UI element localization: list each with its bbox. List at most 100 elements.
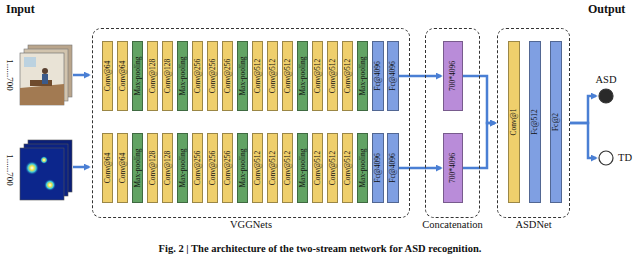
layer-label: Conv@512 — [284, 151, 292, 185]
layer-label: Max-pooling — [239, 56, 247, 95]
layer-label: Conv@128 — [149, 59, 157, 93]
conv-layer: Conv@512 — [282, 41, 293, 111]
circle-shape — [598, 88, 614, 104]
feature-bar: 700*4096 — [443, 41, 463, 111]
conv-layer: Conv@128 — [147, 133, 158, 203]
conv-layer: Conv@64 — [117, 133, 128, 203]
layer-label: Conv@512 — [254, 151, 262, 185]
layer-label: Conv@512 — [314, 59, 322, 93]
layer-label: Conv@256 — [209, 59, 217, 93]
layer-label: Max-pooling — [134, 56, 142, 95]
feature-bar: 700*4096 — [443, 133, 463, 203]
layer-label: Conv@128 — [164, 151, 172, 185]
output-circle: TD — [598, 150, 614, 166]
circle-outline — [599, 89, 613, 103]
layer-label: Max-pooling — [239, 148, 247, 187]
layer-label: Fc@4096 — [374, 153, 382, 182]
group-label: Concatenation — [422, 220, 483, 231]
conv-layer: Conv@512 — [312, 133, 323, 203]
fc-layer: Fc@4096 — [372, 133, 384, 203]
pooling-layer: Max-pooling — [237, 41, 248, 111]
pooling-layer: Max-pooling — [297, 133, 308, 203]
layer-label: Fc@4096 — [389, 153, 397, 182]
layer-label: Max-pooling — [359, 148, 367, 187]
layer-label: Conv@512 — [314, 151, 322, 185]
layer-label: Conv@128 — [164, 59, 172, 93]
fc-layer: Fc@4096 — [387, 41, 399, 111]
layer-label: Conv@512 — [344, 151, 352, 185]
conv-layer: Conv@256 — [192, 41, 203, 111]
conv-layer: Conv@64 — [102, 133, 113, 203]
group-label: VGGNets — [230, 220, 272, 231]
layer-label: Fc@512 — [531, 109, 539, 135]
layer-label: 700*4096 — [449, 61, 457, 91]
conv-layer: Conv@512 — [252, 41, 263, 111]
output-circle: ASD — [598, 88, 614, 104]
conv-layer: Conv@256 — [207, 41, 218, 111]
conv-layer: Conv@512 — [342, 133, 353, 203]
pooling-layer: Max-pooling — [132, 133, 143, 203]
heading-label: Input — [6, 3, 35, 15]
layer-label: Max-pooling — [359, 56, 367, 95]
figure-caption: Fig. 2 | The architecture of the two-str… — [0, 243, 640, 255]
pooling-layer: Max-pooling — [132, 41, 143, 111]
fc-layer: Fc@4096 — [372, 41, 384, 111]
flow-arrow — [570, 96, 596, 123]
circle-shape — [598, 150, 614, 166]
heatmap-stack — [20, 140, 72, 200]
layer-label: Conv@64 — [119, 61, 127, 92]
flow-arrow — [399, 75, 441, 78]
group-label: ASDNet — [515, 220, 551, 231]
pooling-layer: Max-pooling — [177, 133, 188, 203]
conv-layer: Conv@128 — [147, 41, 158, 111]
conv-layer: Conv@512 — [342, 41, 353, 111]
layer-label: Conv@1 — [510, 109, 518, 136]
layer-label: Conv@512 — [344, 59, 352, 93]
layer-label: Conv@256 — [224, 59, 232, 93]
layer-label: Max-pooling — [134, 148, 142, 187]
fc-layer: Fc@512 — [529, 41, 541, 203]
flow-arrow — [463, 123, 495, 168]
conv-layer: Conv@256 — [222, 41, 233, 111]
layer-label: Max-pooling — [299, 148, 307, 187]
network-group: 700*4096700*4096Concatenation — [425, 28, 480, 218]
layer-label: Max-pooling — [299, 56, 307, 95]
conv-layer: Conv@128 — [162, 133, 173, 203]
conv-layer: Conv@64 — [117, 41, 128, 111]
output-label: ASD — [595, 75, 616, 86]
conv-layer: Conv@512 — [267, 133, 278, 203]
conv-layer: Conv@512 — [252, 133, 263, 203]
layer-label: Conv@512 — [269, 151, 277, 185]
layer-label: Conv@512 — [284, 59, 292, 93]
conv-layer: Conv@1 — [508, 41, 520, 203]
conv-layer: Conv@512 — [327, 41, 338, 111]
conv-layer: Conv@256 — [192, 133, 203, 203]
layer-label: Conv@64 — [119, 153, 127, 184]
index-range: 1......700 — [5, 154, 14, 186]
conv-layer: Conv@512 — [327, 133, 338, 203]
pooling-layer: Max-pooling — [357, 133, 368, 203]
fc-layer: Fc@2 — [550, 41, 562, 203]
network-group: Conv@1Fc@512Fc@2ASDNet — [497, 28, 570, 218]
output-label: TD — [618, 153, 632, 164]
pooling-layer: Max-pooling — [297, 41, 308, 111]
layer-label: Max-pooling — [179, 56, 187, 95]
layer-label: Conv@256 — [224, 151, 232, 185]
photo-stack — [20, 45, 72, 105]
circle-outline — [599, 151, 613, 165]
pooling-layer: Max-pooling — [177, 41, 188, 111]
pooling-layer: Max-pooling — [237, 133, 248, 203]
layer-label: Conv@512 — [329, 59, 337, 93]
flow-arrow — [463, 76, 495, 123]
layer-label: Conv@512 — [269, 59, 277, 93]
conv-layer: Conv@512 — [312, 41, 323, 111]
fc-layer: Fc@4096 — [387, 133, 399, 203]
conv-layer: Conv@256 — [207, 133, 218, 203]
layer-label: Conv@256 — [194, 151, 202, 185]
flow-arrow — [399, 167, 441, 170]
layer-label: Conv@128 — [149, 151, 157, 185]
conv-layer: Conv@128 — [162, 41, 173, 111]
input-arrow — [73, 166, 89, 169]
layer-label: Conv@256 — [194, 59, 202, 93]
